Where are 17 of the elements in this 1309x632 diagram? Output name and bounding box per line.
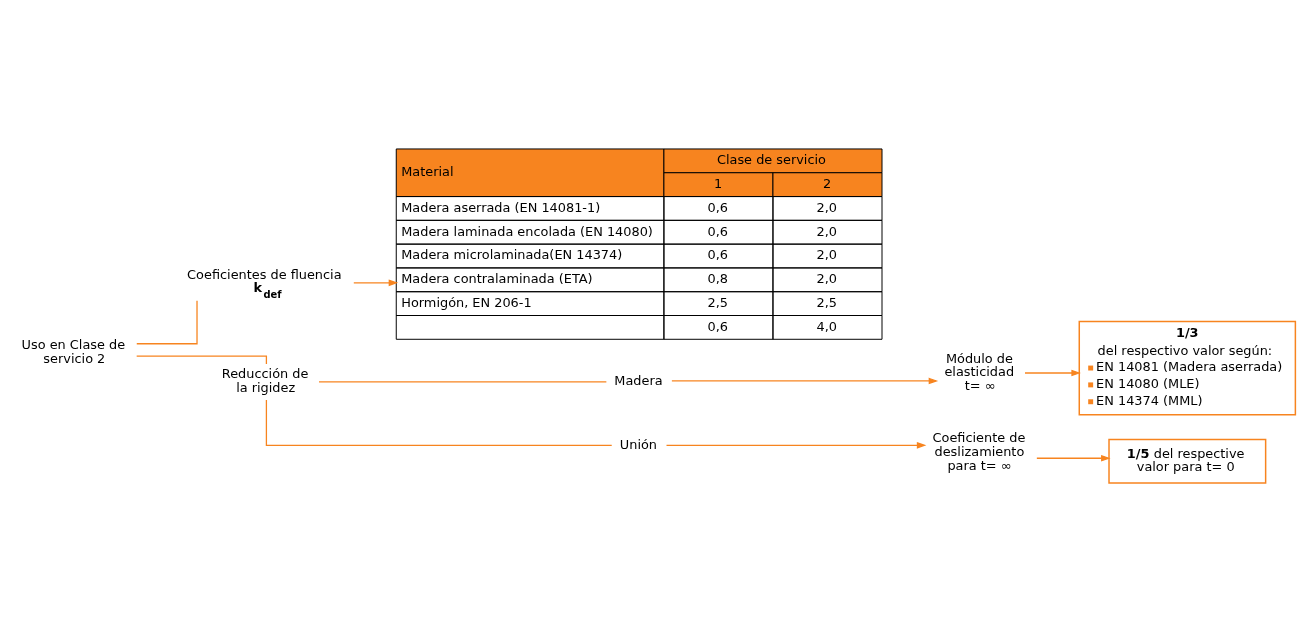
connector — [136, 300, 198, 345]
node-text: Módulo de elasticidad t= ∞ — [944, 350, 1015, 394]
connector — [265, 399, 613, 446]
node-text: Uso en Clase de servicio 2 — [21, 336, 126, 366]
arrow — [665, 442, 927, 449]
arrow — [671, 377, 939, 385]
node-text: Coeficiente de deslizamiento para t= ∞ — [932, 429, 1026, 473]
arrow — [1036, 454, 1111, 462]
node-text: Madera — [614, 373, 663, 389]
node-text: Coeficientes de fluencia k$_{def}$ — [187, 267, 342, 300]
node-text: Reducción de la rigidez — [221, 366, 309, 396]
connector — [318, 381, 607, 383]
node-box: 1/5 del respective valor para t= 0 — [1108, 438, 1267, 484]
arrow — [353, 279, 399, 287]
node-box: 1/3 del respectivo valor según: EN 14081 (Madera aserrada) EN 14080 (MLE) EN 14374 (MML) — [1078, 320, 1297, 416]
node-text: Unión — [619, 436, 658, 452]
arrow — [1024, 369, 1081, 377]
